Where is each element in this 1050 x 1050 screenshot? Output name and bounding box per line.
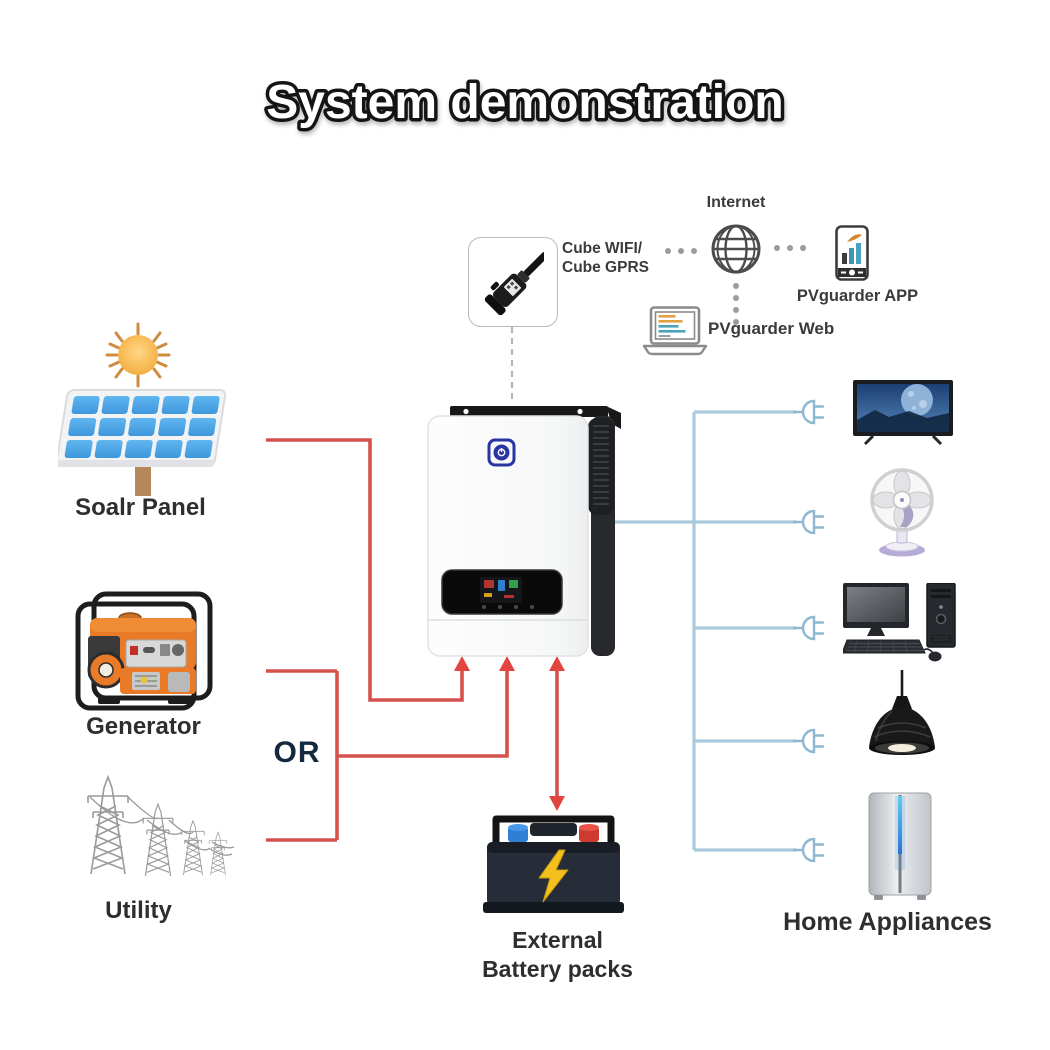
fan-icon bbox=[870, 468, 934, 557]
sun-icon bbox=[105, 322, 171, 388]
power-plug-icon bbox=[793, 399, 825, 425]
red-arrow-heads bbox=[454, 656, 565, 811]
desktop-computer-icon bbox=[843, 583, 956, 662]
title-text: System demonstration bbox=[266, 76, 783, 129]
power-plug-icon bbox=[793, 728, 825, 754]
generator-label: Generator bbox=[86, 713, 201, 740]
battery-label-line1: External bbox=[512, 927, 603, 953]
laptop-icon bbox=[642, 306, 708, 356]
home-appliances-label: Home Appliances bbox=[783, 908, 992, 936]
power-plug-icon bbox=[793, 509, 825, 535]
utility-towers-icon bbox=[87, 776, 235, 877]
generator-icon bbox=[75, 591, 213, 711]
solar-panel-label: Soalr Panel bbox=[75, 494, 206, 521]
power-plug-icon bbox=[793, 837, 825, 863]
battery-label-line2: Battery packs bbox=[482, 956, 633, 982]
refrigerator-icon bbox=[868, 792, 932, 900]
inverter-logo bbox=[487, 438, 516, 467]
smartphone-chart-icon bbox=[835, 225, 869, 281]
pvguarder-app-label: PVguarder APP bbox=[796, 287, 919, 305]
internet-label: Internet bbox=[706, 194, 766, 211]
generator-utility-or-line bbox=[266, 669, 509, 842]
dongle-label-line1: Cube WIFI/ bbox=[562, 240, 643, 257]
monitoring-dotted-links bbox=[665, 245, 806, 325]
source-lines-red bbox=[266, 438, 559, 842]
solar-line bbox=[266, 438, 464, 702]
utility-label: Utility bbox=[105, 897, 172, 924]
load-lines-blue bbox=[614, 410, 796, 852]
solar-panel-icon bbox=[58, 322, 227, 496]
pvguarder-web-label: PVguarder Web bbox=[708, 319, 835, 338]
dongle-label-line2: Cube GPRS bbox=[562, 259, 649, 276]
tv-icon bbox=[853, 380, 953, 446]
wifi-dongle-box bbox=[468, 237, 558, 327]
wifi-dongle-icon bbox=[484, 251, 544, 316]
or-label: OR bbox=[273, 736, 321, 769]
inverter-icon bbox=[427, 406, 621, 657]
page-title: System demonstration bbox=[205, 60, 845, 144]
battery-icon bbox=[483, 815, 624, 913]
pendant-lamp-icon bbox=[869, 670, 935, 755]
globe-icon bbox=[711, 224, 761, 274]
power-plug-icon bbox=[793, 615, 825, 641]
